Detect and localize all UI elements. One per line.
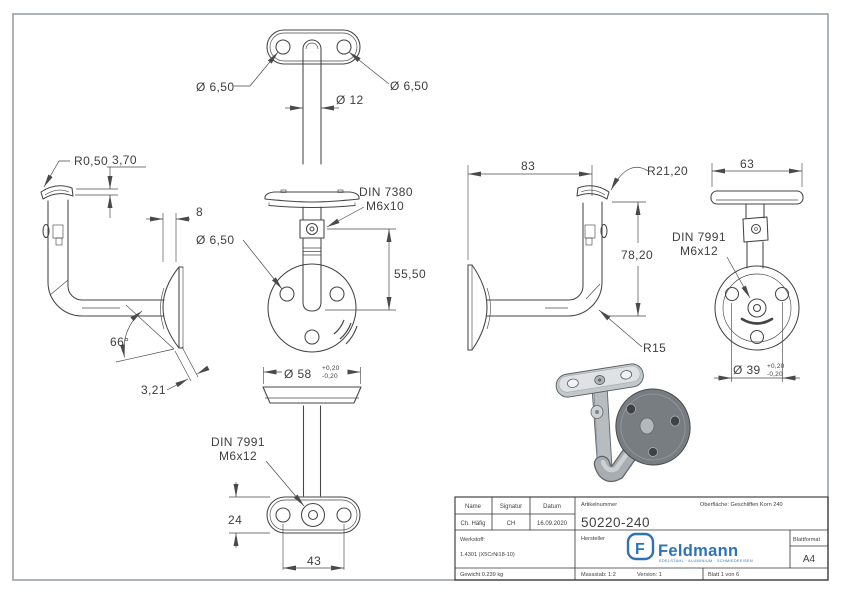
dim-front-tol-minus: -0,20 (322, 373, 338, 380)
dim-top-hole-dia-right: Ø 6,50 (390, 79, 428, 93)
manufacturer-label: Hersteller (581, 536, 605, 542)
dim-left-edge-thickness: 3,21 (141, 383, 166, 397)
logo-f-icon (626, 532, 655, 561)
dim-front-tol-plus: +0,20 (322, 365, 340, 372)
dim-back-tol-plus: +0,20 (767, 363, 785, 370)
name-value: Ch. Häfig (460, 521, 485, 527)
sheet-format-value: A4 (803, 554, 816, 565)
dim-back-tol-minus: -0,20 (767, 371, 783, 378)
dim-left-saddle-radius: R0,50 (74, 154, 108, 168)
label-back-screw-size: M6x12 (680, 244, 718, 258)
dim-right-saddle-radius: R21,20 (647, 164, 688, 178)
sheet-frame (12, 13, 829, 581)
back-view: 63 DIN 7991 M6x12 Ø 39 +0,20 -0,20 (672, 157, 804, 382)
dim-front-height: 55,50 (394, 267, 426, 281)
left-side-view: R0,50 3,70 8 66° 3,21 (40, 153, 210, 397)
dim-back-saddle-width: 63 (740, 157, 754, 171)
article-number-value: 50220-240 (581, 515, 650, 530)
weight-value: Gewicht 0.239 kg (460, 572, 503, 578)
top-view: Ø 6,50 Ø 6,50 Ø 12 (196, 29, 428, 165)
dim-bottom-hole-spacing: 43 (307, 554, 321, 568)
isometric-view (555, 363, 691, 482)
label-front-screw-standard: DIN 7380 (359, 185, 413, 199)
sheet-number-value: Blatt 1 von 6 (708, 572, 739, 578)
signature-label: Signatur (500, 504, 522, 510)
dim-right-wall-distance: 83 (521, 159, 535, 173)
date-value: 16.09.2020 (537, 521, 568, 527)
sheet-format-label: Blattformat (793, 537, 820, 543)
dim-right-bend-radius: R15 (643, 341, 666, 355)
dim-top-hole-dia-left: Ø 6,50 (196, 80, 234, 94)
dim-bottom-plate-width: 24 (228, 513, 242, 527)
surface-finish: Oberfläche: Geschliffen Korn 240 (700, 502, 783, 508)
title-block: Name Signatur Datum Ch. Häfig CH 16.09.2… (454, 496, 829, 581)
version-value: Version: 1 (637, 572, 662, 578)
label-back-screw-standard: DIN 7991 (672, 230, 726, 244)
front-view: DIN 7380 M6x10 Ø 6,50 55,50 Ø 58 +0,20 -… (196, 185, 426, 404)
label-front-screw-size: M6x10 (366, 199, 404, 213)
date-label: Datum (543, 504, 561, 510)
dim-front-hole-dia: Ø 6,50 (196, 233, 234, 247)
label-bottom-screw-size: M6x12 (219, 449, 257, 463)
material-label: Werkstoff: (460, 537, 485, 543)
logo-wordmark: Feldmann (658, 542, 738, 560)
dim-left-plate-thickness: 8 (196, 205, 203, 219)
bottom-view: DIN 7991 M6x12 24 43 (211, 405, 361, 571)
label-bottom-screw-standard: DIN 7991 (211, 435, 265, 449)
name-label: Name (465, 504, 482, 510)
dim-top-tube-dia: Ø 12 (336, 93, 364, 107)
dim-back-bolt-circle: Ø 39 (733, 363, 761, 377)
scale-value: Massstab: 1:2 (581, 572, 616, 578)
material-value: 1.4301 (X5CrNi18-10) (460, 552, 515, 558)
dim-left-saddle-height: 3,70 (112, 153, 137, 167)
logo-letter: F (635, 541, 645, 558)
article-number-label: Artikelnummer (581, 502, 617, 508)
dim-left-angle: 66° (110, 335, 129, 349)
dim-right-height: 78,20 (621, 248, 653, 262)
dim-front-plate-dia: Ø 58 (284, 367, 312, 381)
feldmann-logo: F Feldmann EDELSTAHL · ALUMINIUM · SCHMI… (626, 532, 753, 563)
right-side-view: 83 R21,20 78,20 R15 (467, 159, 688, 355)
logo-tagline: EDELSTAHL · ALUMINIUM · SCHMIEDEEISEN (659, 559, 753, 563)
signature-value: CH (507, 521, 516, 527)
